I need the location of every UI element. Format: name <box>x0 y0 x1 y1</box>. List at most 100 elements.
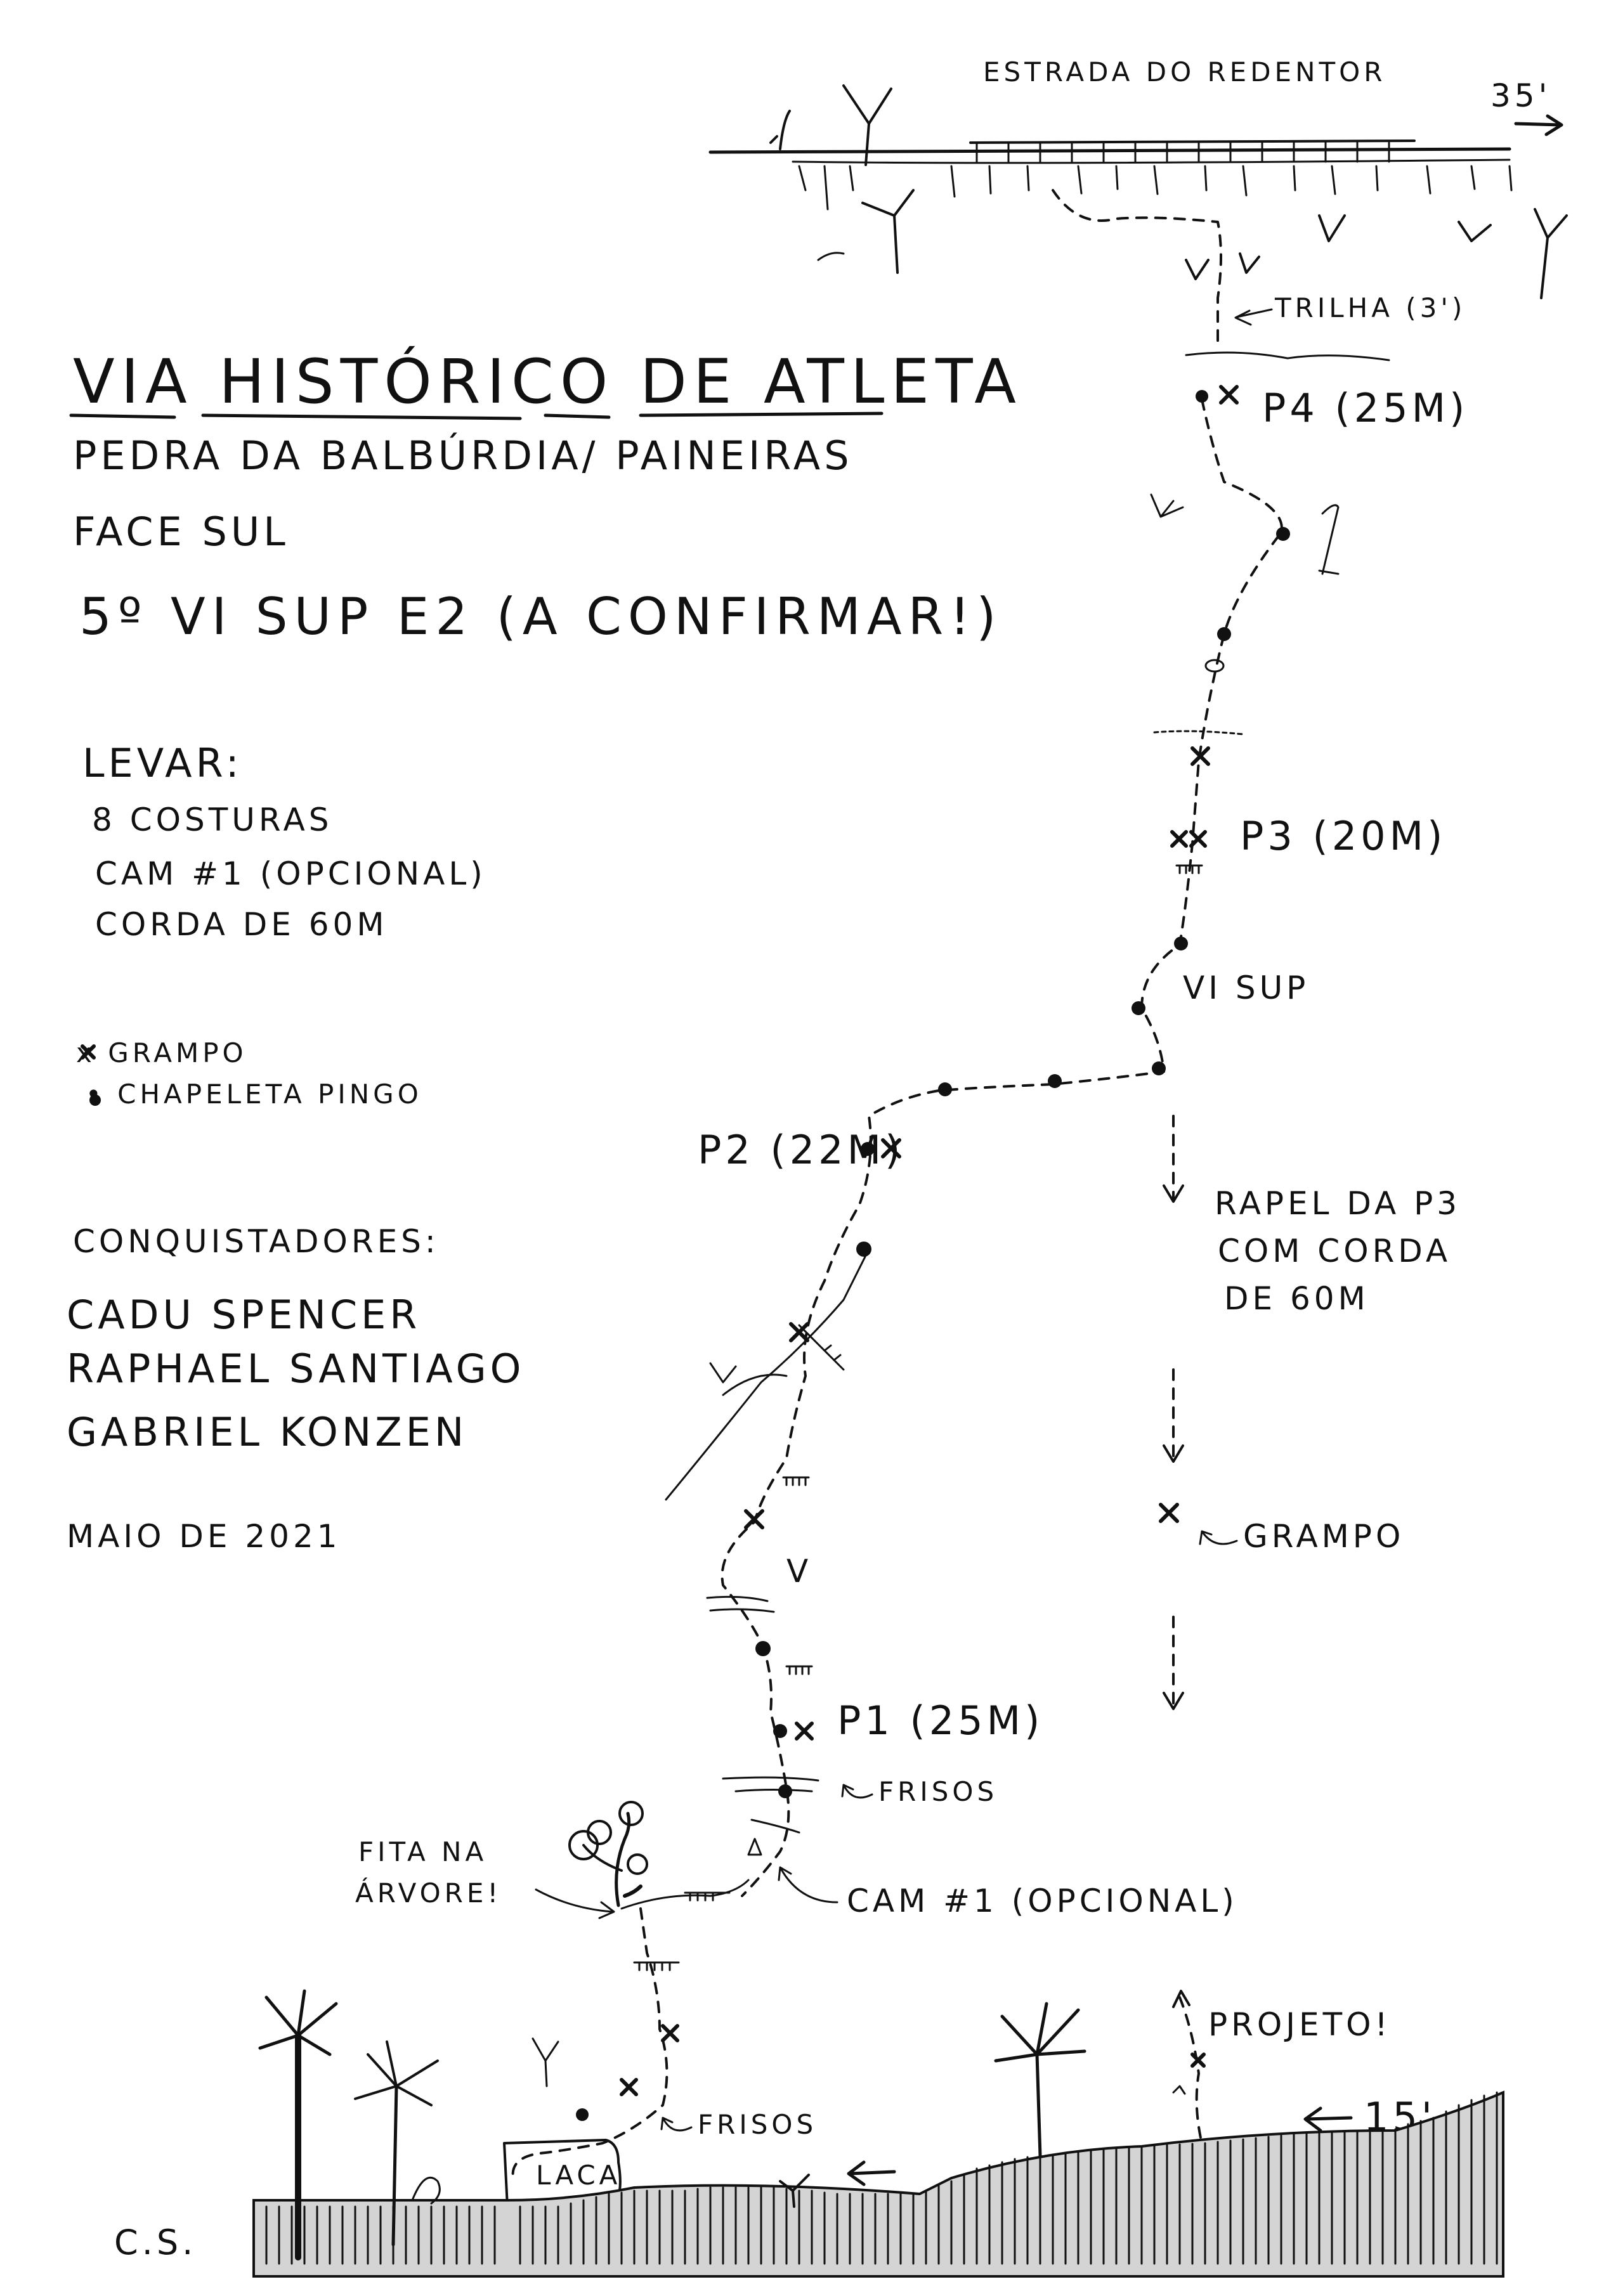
gear-item: 8 COSTURAS <box>92 801 333 838</box>
palm-fronds-icon <box>258 1989 338 2056</box>
route-grade: 5º VI SUP E2 (A CONFIRMAR!) <box>79 587 1003 646</box>
branch-icon <box>817 252 845 261</box>
authors-heading: CONQUISTADORES: <box>73 1223 440 1260</box>
palm-fronds-icon <box>994 2002 1086 2063</box>
sapling-icon <box>1534 208 1568 299</box>
grass-icon <box>532 2037 559 2087</box>
rappel-note-line: RAPEL DA P3 <box>1215 1185 1461 1222</box>
legend-drip-icon <box>89 1094 101 1106</box>
hanger-icon <box>1132 1001 1145 1015</box>
rappel-arrow-icon <box>1163 1184 1184 1203</box>
callout-arrow-icon <box>841 1784 873 1799</box>
author-name: RAPHAEL SANTIAGO <box>67 1346 525 1392</box>
bolt-icon <box>1170 830 1188 848</box>
author-name: GABRIEL KONZEN <box>67 1409 467 1455</box>
cliff-top-edge <box>1185 351 1390 361</box>
legend-bolt-icon <box>81 1044 96 1060</box>
road-edge-lower <box>792 159 1511 164</box>
palm-fronds-icon <box>354 2040 439 2106</box>
pitch-label-p3: P3 (20M) <box>1240 813 1446 859</box>
gear-item: CAM #1 (OPCIONAL) <box>95 855 486 892</box>
friso-marks <box>633 730 1244 1971</box>
bolt-mark-icon <box>1172 2085 1186 2095</box>
guard-rail <box>969 139 1416 144</box>
author-name: CADU SPENCER <box>67 1292 421 1338</box>
project-arrow-icon <box>1172 1990 1190 2008</box>
grass-icon <box>709 1362 737 1384</box>
hanger-icon <box>1276 527 1290 541</box>
ground-hatching <box>265 2091 1498 2265</box>
pitch-label-p2: P2 (22M) <box>698 1127 904 1173</box>
rappel-note-line: DE 60M <box>1224 1280 1369 1317</box>
guard-rail-posts <box>975 141 1390 163</box>
road-arrow-icon <box>1514 114 1563 136</box>
bolt-icon <box>795 1722 814 1741</box>
hanger-icon <box>1048 1074 1062 1088</box>
bolt-icon <box>661 2024 679 2042</box>
first-ascent-date: MAIO DE 2021 <box>67 1518 341 1555</box>
pitch-label-p4: P4 (25M) <box>1262 385 1468 431</box>
gear-list: LEVAR: 8 COSTURAS CAM #1 (OPCIONAL) CORD… <box>82 740 486 943</box>
hanger-icon <box>1174 937 1188 950</box>
frisos-lower-label: FRISOS <box>698 2109 817 2140</box>
bolt-icon <box>620 2078 638 2096</box>
trail-grass-icon <box>1185 252 1260 280</box>
bolt-icon <box>1219 385 1239 405</box>
pitch-label-p1: P1 (25M) <box>837 1697 1043 1744</box>
legend-bolt: x GRAMPO <box>76 1037 247 1068</box>
road-scene: ESTRADA DO REDENTOR 35' <box>708 56 1568 299</box>
rappel-arrow-icon <box>1163 1692 1184 1710</box>
bolt-icon <box>1159 1503 1179 1523</box>
approach-arrow-icon <box>1303 2106 1353 2132</box>
title-underline-via <box>69 413 176 419</box>
cam-placement-icon <box>747 1838 762 1856</box>
sling-tree-icon <box>568 1801 648 1907</box>
approach-arrow-icon <box>847 2160 896 2186</box>
approach-trail-path <box>1052 189 1222 350</box>
bolt-icon <box>881 1138 901 1158</box>
shrub-icon <box>1318 504 1340 575</box>
crux-grade-label: VI SUP <box>1183 970 1309 1006</box>
tree-icon <box>842 84 892 166</box>
bolt-icon <box>744 1509 764 1529</box>
gear-heading: LEVAR: <box>82 740 243 786</box>
crack-line <box>722 1373 788 1396</box>
grass-icon <box>1150 493 1184 518</box>
bolt-icon <box>789 1322 809 1342</box>
bush-icon <box>411 2176 441 2205</box>
tree-note-line: FITA NA <box>358 1836 487 1867</box>
hanger-icon <box>778 1784 792 1798</box>
road-scrub <box>798 165 1513 211</box>
symbol-legend: x GRAMPO • CHAPELETA PINGO <box>76 1037 419 1110</box>
mid-grade-label: V <box>786 1553 812 1590</box>
hanger-icon <box>938 1082 952 1096</box>
bolt-icon <box>1189 830 1207 848</box>
hanger-icon <box>576 2108 589 2121</box>
hanger-icon <box>1196 390 1208 403</box>
road-time: 35' <box>1490 77 1551 114</box>
artist-signature: C.S. <box>114 2222 197 2262</box>
gear-item: CORDA DE 60M <box>95 906 388 943</box>
hanger-icon <box>773 1724 787 1738</box>
frisos-upper-label: FRISOS <box>878 1776 998 1807</box>
flake-label: LACA <box>536 2160 621 2191</box>
start-path <box>511 1907 669 2182</box>
rappel-note-line: COM CORDA <box>1218 1233 1451 1269</box>
callout-arrow-icon <box>535 1888 615 1919</box>
hanger-icon <box>1152 1061 1166 1075</box>
hanger-icon <box>861 1142 875 1156</box>
grass-icon <box>1458 221 1492 242</box>
drip-hangers <box>89 390 1290 2121</box>
tree-ledge <box>620 1879 750 1910</box>
tree-note-line: ÁRVORE! <box>355 1877 502 1909</box>
title-underline-de <box>544 413 611 419</box>
rappel-line: RAPEL DA P3 COM CORDA DE 60M GRAMPO <box>1163 1115 1461 1710</box>
tree-trunk-icon <box>1035 2053 1042 2158</box>
grass-icon <box>779 2174 810 2208</box>
cam-callout: CAM #1 (OPCIONAL) <box>847 1883 1238 1919</box>
bolt-icon <box>1190 746 1210 766</box>
title-underline-atleta <box>639 412 884 417</box>
ring-icon <box>1204 659 1225 673</box>
bolts <box>81 385 1239 2096</box>
